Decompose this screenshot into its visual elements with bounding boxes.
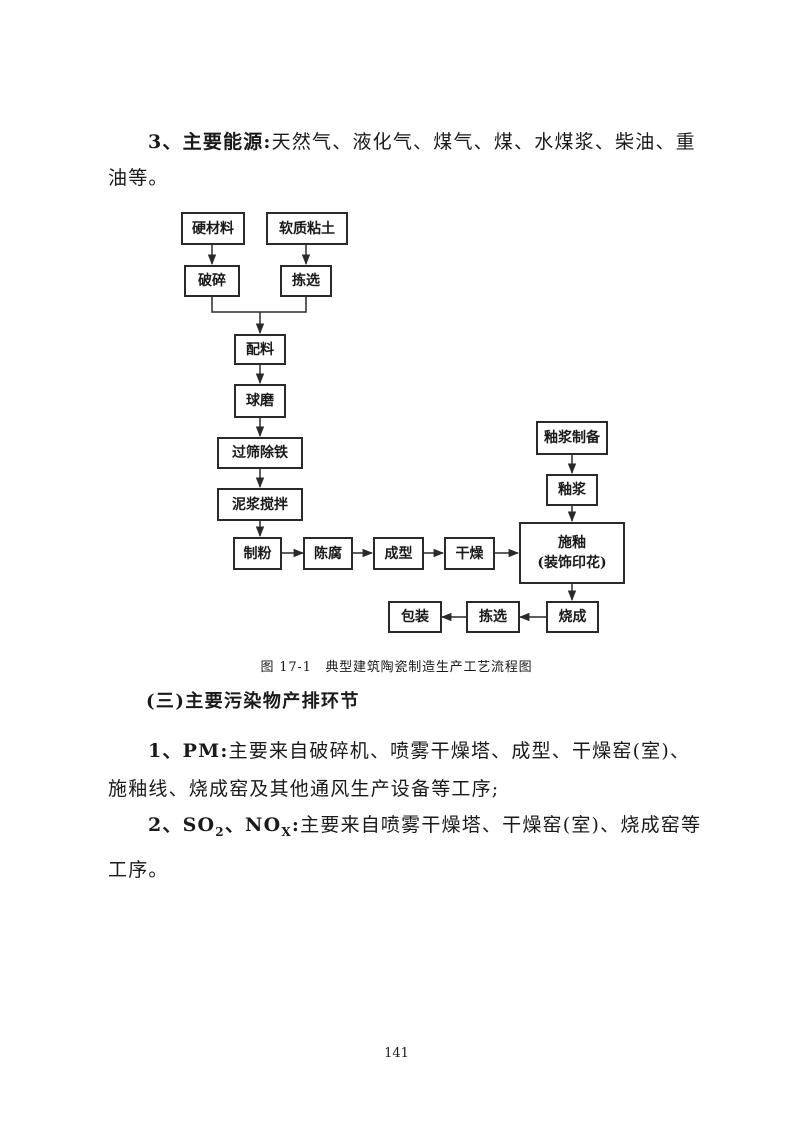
node-crushing: 破碎 <box>184 265 240 297</box>
page-number: 141 <box>384 1046 409 1061</box>
energy-text: 天然气、液化气、煤气、煤、水煤浆、柴油、重油等。 <box>108 131 696 189</box>
node-picking: 拣选 <box>466 601 520 633</box>
node-sieving-iron-removal: 过筛除铁 <box>217 437 303 469</box>
node-hard-material: 硬材料 <box>181 212 245 245</box>
node-soft-clay: 软质粘土 <box>266 212 348 245</box>
pm-text: 主要来自破碎机、喷雾干燥塔、成型、干燥窑(室)、施釉线、烧成窑及其他通风生产设备… <box>108 740 691 800</box>
nox-subscript: X <box>281 824 292 839</box>
node-glazing-line1: 施釉 <box>558 535 586 551</box>
node-forming: 成型 <box>373 537 424 570</box>
so2-subscript: 2 <box>215 824 225 839</box>
node-batching: 配料 <box>234 334 286 365</box>
node-glazing: 施釉 (装饰印花) <box>519 522 625 584</box>
lead-colon: : <box>291 814 301 836</box>
pm-lead: 1、PM: <box>148 740 229 762</box>
node-ball-milling: 球磨 <box>234 384 286 418</box>
so2-nox-lead: 2、SO2、NOX: <box>148 814 301 839</box>
node-aging: 陈腐 <box>303 537 353 570</box>
no-label: 、NO <box>224 814 282 836</box>
node-glaze-slurry: 釉浆 <box>546 474 598 506</box>
section-heading: (三)主要污染物产排环节 <box>146 691 360 712</box>
node-glazing-line2: (装饰印花) <box>537 555 607 571</box>
energy-paragraph: 3、主要能源:天然气、液化气、煤气、煤、水煤浆、柴油、重油等。 <box>108 124 708 196</box>
node-powder-making: 制粉 <box>233 537 282 570</box>
node-packaging: 包装 <box>388 601 442 633</box>
figure-caption: 图 17-1 典型建筑陶瓷制造生产工艺流程图 <box>260 660 533 675</box>
energy-lead: 3、主要能源: <box>148 131 272 153</box>
node-glaze-preparation: 釉浆制备 <box>536 421 608 455</box>
so2-nox-text: 主要来自喷雾干燥塔、干燥窑(室)、烧成窑等工序。 <box>108 814 702 881</box>
node-sorting: 拣选 <box>280 265 332 297</box>
node-firing: 烧成 <box>546 601 599 633</box>
node-drying: 干燥 <box>444 537 495 570</box>
so2-nox-paragraph: 2、SO2、NOX:主要来自喷雾干燥塔、干燥窑(室)、烧成窑等工序。 <box>108 806 708 889</box>
so-label: 2、SO <box>148 814 216 836</box>
node-slurry-stirring: 泥浆搅拌 <box>217 488 303 521</box>
merge-line <box>211 297 307 313</box>
pm-paragraph: 1、PM:主要来自破碎机、喷雾干燥塔、成型、干燥窑(室)、施釉线、烧成窑及其他通… <box>108 732 708 808</box>
